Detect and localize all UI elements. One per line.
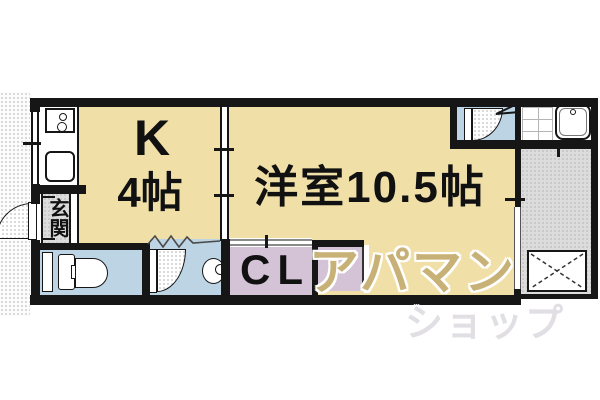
kitchen-window [31,110,39,186]
wall-balcony-left-post [514,289,521,296]
bathroom-tile-floor [522,107,553,140]
wall-washroom-closet [221,239,230,295]
wall-left-bottom [31,240,40,305]
sliding-partition [220,107,229,241]
partition-tick [214,148,234,151]
stove-burner-icon [59,113,67,121]
closet-door-rail [229,244,312,246]
closet-panel-2 [318,247,363,291]
closet-door-rail [229,239,312,241]
gas-stove-icon [45,108,75,133]
wall-closet-mid [312,240,318,295]
wall-top [30,98,598,107]
toilet-bowl-icon [75,258,108,288]
entrance-step-tick [42,196,55,198]
washing-machine-pan-icon [527,250,587,292]
western-room-label: 洋室10.5帖 [254,163,486,212]
bathtub-drain-icon [570,109,576,115]
wall-toilet-top [38,243,150,250]
entrance-step [71,193,77,243]
closet-door-tick [265,235,268,248]
toilet-door [42,252,53,292]
wall-toilet-washroom [142,243,150,295]
wall-balcony-left [515,149,521,207]
watermark-line1: アパマン [309,244,516,300]
partition-tick [214,194,234,197]
closet-panel-2-gap [364,245,369,293]
kitchen-sink-icon [45,151,75,182]
washroom-door-leaf [149,249,157,293]
bathtub-inner-rim [559,108,587,136]
closet-label: CL [240,245,310,293]
wall-balcony-bottom [521,294,591,299]
wall-right [591,98,598,299]
closet-sliding-door [229,238,312,247]
bathtub-icon [555,104,591,140]
wall-bath-bottom [455,140,598,149]
closet-panel-2-edge [362,247,364,291]
wall-counter-end [38,185,86,194]
entrance-floor [41,193,71,243]
window-tick [23,142,41,145]
counter-edge-line [77,107,79,243]
entrance-door-leaf [28,202,37,240]
bathroom-door-leaf [464,108,472,141]
wall-left-top [30,98,40,112]
wall-bath-left [450,107,457,149]
wall-bottom [30,295,521,305]
wall-closet-panel2-top [318,240,364,247]
wall-left-mid [31,184,40,204]
kitchen-floor [79,107,221,243]
kitchen-name-label: K [133,110,171,166]
kitchen-size-label: 4帖 [117,169,183,216]
bath-pipe-tick [557,149,560,157]
wall-bath-tile-divider [515,107,521,140]
entrance-step-tick [42,238,55,240]
watermark-line2: ショップ [405,303,566,345]
entrance-label: 玄関 [46,198,68,238]
stove-burner-icon [57,122,67,132]
balcony-window [514,207,521,291]
closet-floor [229,246,312,295]
